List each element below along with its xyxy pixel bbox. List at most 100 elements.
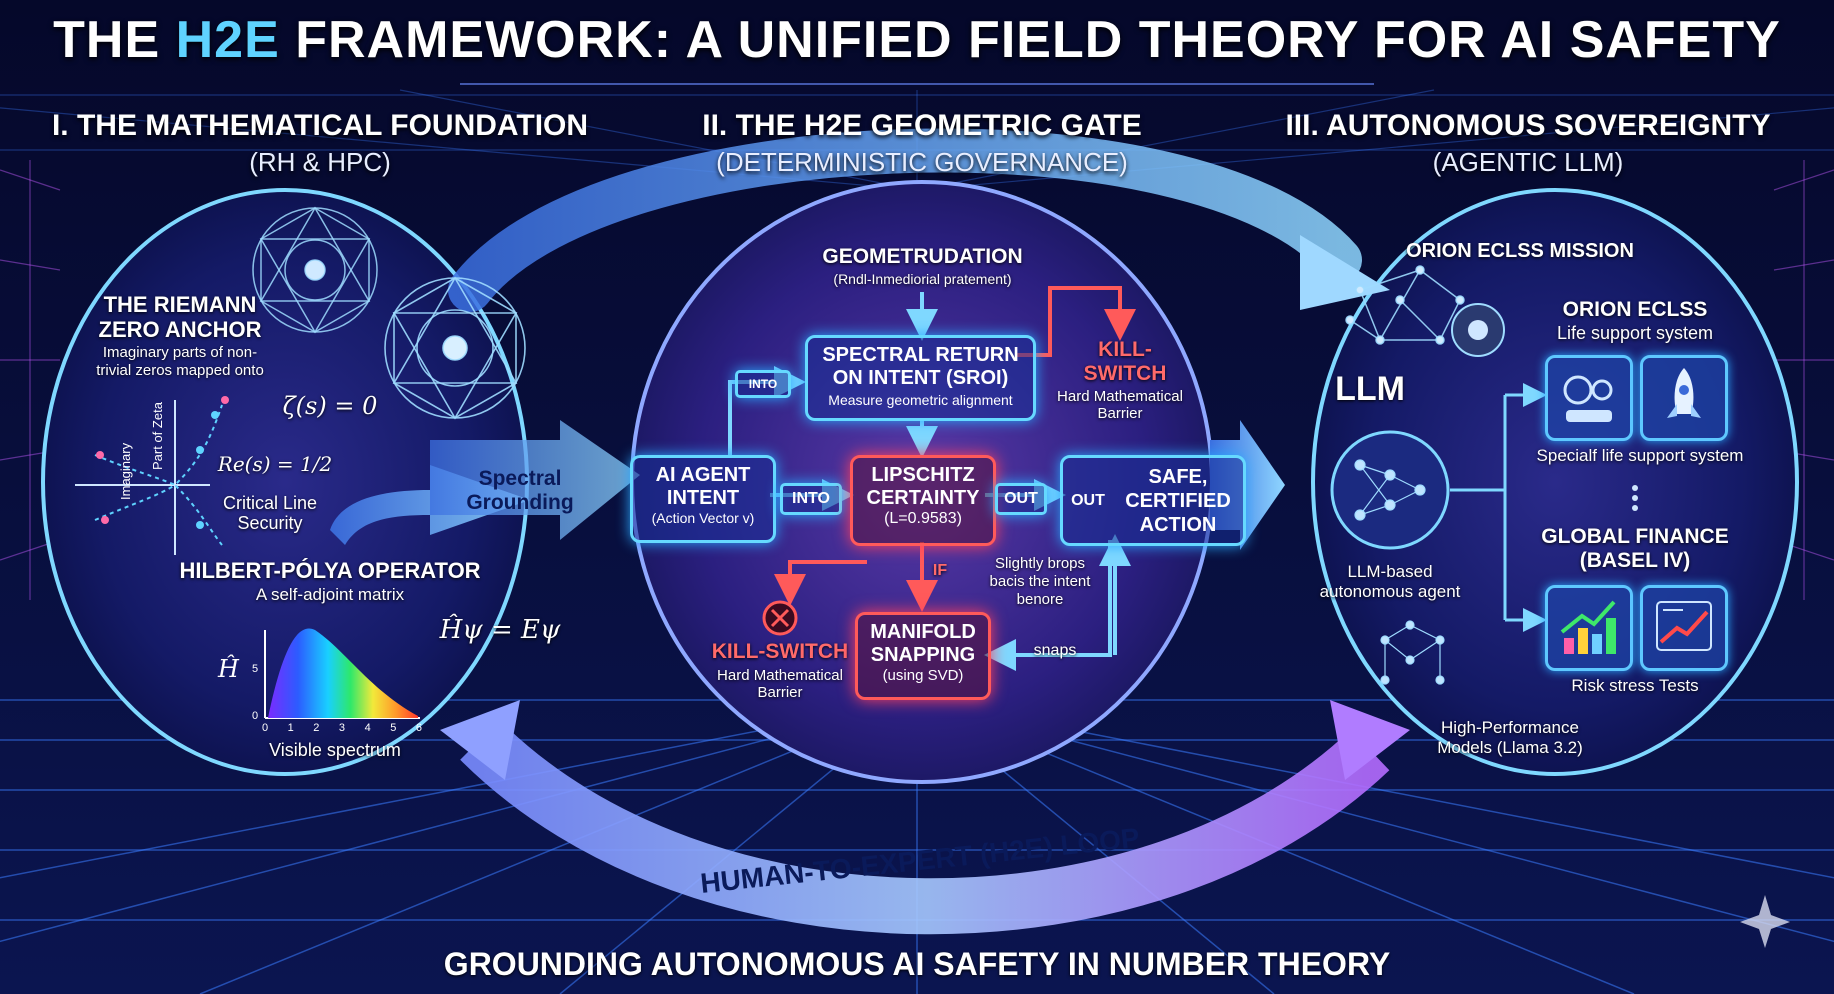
critical-line-plot: [75, 396, 229, 555]
growth-chart-tile-icon: [1545, 585, 1633, 671]
section2-heading-text: II. THE H2E GEOMETRIC GATE: [702, 109, 1142, 142]
drops-line3: benore: [1016, 591, 1064, 608]
drops-line1: Slightly brops: [994, 555, 1086, 572]
riemann-title-line2: ZERO ANCHOR: [98, 317, 262, 342]
life-support-tile-icon: [1545, 355, 1633, 441]
safe-title3: ACTION: [1139, 513, 1217, 536]
man-sub: (using SVD): [882, 667, 964, 684]
kill-top-title1: KILL-: [1098, 338, 1152, 361]
section3-heading-text: III. AUTONOMOUS SOVEREIGNTY: [1285, 109, 1771, 142]
page-title: THE H2E FRAMEWORK: A UNIFIED FIELD THEOR…: [0, 10, 1834, 70]
geometrudation-title: GEOMETRUDATION: [822, 245, 1023, 268]
orion-eclss-sub: Life support system: [1556, 323, 1714, 343]
kill-top-desc1: Hard Mathematical: [1057, 388, 1183, 405]
lip-sub: (L=0.9583): [884, 510, 962, 527]
spectral-grounding-label: Spectral Grounding: [450, 467, 590, 515]
section1-subheading: (RH & HPC): [249, 147, 391, 177]
section2-subheading: (DETERMINISTIC GOVERNANCE): [716, 147, 1128, 177]
flower-geometry-icon: [384, 276, 526, 420]
spectrum-caption: Visible spectrum: [269, 740, 401, 760]
llm-desc-line1: LLM-based: [1347, 562, 1433, 581]
into-mid-tag: INTO: [780, 483, 842, 515]
kill-switch-top-title: KILL- SWITCH: [1075, 338, 1175, 386]
zeta-equation: ζ(s) = 0: [282, 392, 378, 420]
kill-switch-top-desc: Hard Mathematical Barrier: [1040, 388, 1200, 422]
kill-bot-desc2: Barrier: [757, 684, 803, 701]
lipschitz-certainty-box: LIPSCHITZ CERTAINTY (L=0.9583): [850, 455, 996, 546]
lip-title2: CERTAINTY: [866, 487, 980, 509]
critical-line-text1: Critical Line: [222, 493, 318, 513]
orion-eclss-title: ORION ECLSS: [1562, 298, 1708, 321]
spectrum-tick-y5: 5: [252, 663, 259, 675]
into-top-tag: INTO: [735, 370, 791, 398]
riemann-title-line1: THE RIEMANN: [103, 292, 257, 317]
title-suffix: FRAMEWORK: A UNIFIED FIELD THEORY FOR AI…: [279, 11, 1781, 69]
llm-label: LLM: [1335, 370, 1405, 408]
out-tag-1: OUT: [995, 483, 1047, 515]
riemann-desc-line1: Imaginary parts of non-: [102, 344, 258, 361]
riemann-desc-line2: trivial zeros mapped onto: [96, 362, 264, 379]
finance-title2: (BASEL IV): [1579, 549, 1691, 572]
visible-spectrum-chart: [264, 628, 420, 719]
kill-top-desc2: Barrier: [1097, 405, 1143, 422]
finance-caption: Risk stress Tests: [1571, 676, 1699, 695]
hilbert-polya-desc: A self-adjoint matrix: [255, 585, 405, 604]
tick-x-0: 0: [262, 722, 269, 734]
eclss-caption: Specialf life support system: [1536, 446, 1744, 465]
section3-heading: III. AUTONOMOUS SOVEREIGNTY (AGENTIC LLM…: [1248, 108, 1808, 180]
section3-subheading: (AGENTIC LLM): [1432, 147, 1624, 177]
critical-line-text2: Security: [237, 513, 303, 533]
sroi-desc: Measure geometric alignment: [828, 392, 1013, 408]
sroi-title1: SPECTRAL RETURN: [822, 344, 1019, 366]
orion-mission-title: ORION ECLSS MISSION: [1406, 240, 1634, 262]
sroi-title2: ON INTENT (SROI): [832, 367, 1009, 389]
eigen-equation: Ĥψ = Eψ: [439, 615, 561, 645]
title-highlight: H2E: [175, 11, 280, 69]
plot-axis-label-1: Imaginary: [118, 442, 133, 500]
hp-models-label: High-Performance Models (Llama 3.2): [1400, 718, 1620, 758]
drops-note: Slightly brops bacis the intent benore: [965, 555, 1115, 609]
footer-tagline: GROUNDING AUTONOMOUS AI SAFETY IN NUMBER…: [443, 946, 1391, 982]
llama-model-icon: [1380, 620, 1445, 685]
section1-heading: I. THE MATHEMATICAL FOUNDATION (RH & HPC…: [40, 108, 600, 180]
hp-models-line1: High-Performance: [1441, 718, 1579, 737]
spacecraft-icon: [1451, 303, 1505, 357]
hilbert-polya-title: HILBERT-PÓLYA OPERATOR: [179, 558, 481, 583]
title-prefix: THE: [53, 11, 176, 69]
plot-axis-label-2: Part of Zeta: [150, 402, 165, 470]
spectrum-y-label: Ĥ: [218, 655, 239, 683]
tick-x-5: 5: [390, 722, 397, 734]
orion-network-icon: [1345, 265, 1465, 345]
safe-title1: SAFE,: [1148, 465, 1208, 488]
global-finance-title: GLOBAL FINANCE (BASEL IV): [1530, 525, 1740, 573]
kill-top-title2: SWITCH: [1083, 362, 1167, 385]
section1-heading-text: I. THE MATHEMATICAL FOUNDATION: [51, 109, 589, 142]
tick-x-6: 6: [415, 722, 422, 734]
sroi-box: SPECTRAL RETURN ON INTENT (SROI) Measure…: [805, 335, 1036, 421]
drops-line2: bacis the intent: [989, 573, 1091, 590]
if-label: IF: [932, 562, 948, 579]
llm-desc-line2: autonomous agent: [1319, 582, 1461, 601]
section2-heading: II. THE H2E GEOMETRIC GATE (DETERMINISTI…: [642, 108, 1202, 180]
tick-x-2: 2: [313, 722, 320, 734]
critical-line-label: Critical Line Security: [210, 493, 330, 533]
rocket-tile-icon: [1640, 355, 1728, 441]
tick-x-3: 3: [338, 722, 346, 734]
stress-test-tile-icon: [1640, 585, 1728, 671]
safe-title2: CERTIFIED: [1125, 489, 1231, 512]
kill-bot-desc1: Hard Mathematical: [717, 667, 843, 684]
spectrum-tick-y0: 0: [252, 710, 259, 722]
manifold-snapping-box: MANIFOLD SNAPPING (using SVD): [855, 612, 991, 700]
out-tag-2: OUT: [1071, 491, 1105, 509]
lip-title1: LIPSCHITZ: [871, 464, 975, 486]
llm-neural-icon: [1330, 430, 1450, 550]
agent-sub: (Action Vector v): [651, 510, 755, 526]
kill-switch-bottom-desc: Hard Mathematical Barrier: [705, 667, 855, 701]
geometrudation-sub: (Rndl-Inmediorial pratement): [833, 271, 1012, 287]
llm-desc: LLM-based autonomous agent: [1275, 562, 1505, 602]
agent-title2: INTENT: [666, 487, 740, 509]
kill-switch-x-icon: [762, 600, 798, 636]
tick-x-4: 4: [364, 722, 371, 734]
re-equation: Re(s) = 1/2: [217, 452, 333, 476]
grounding-text1: Spectral: [478, 467, 562, 490]
